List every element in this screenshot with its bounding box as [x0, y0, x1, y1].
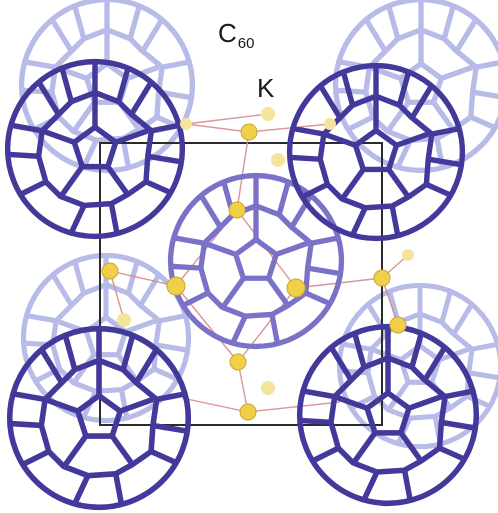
k-atom	[324, 118, 336, 130]
c60-cage-front-bottom-right	[300, 327, 477, 504]
c60-label-main: C	[218, 18, 237, 48]
k-atom	[373, 269, 391, 287]
k-atom	[239, 403, 257, 421]
k-atom	[117, 313, 131, 327]
k-atom	[180, 118, 192, 130]
k-atom	[228, 201, 246, 219]
k-label: K	[257, 73, 275, 103]
k-atom	[101, 262, 119, 280]
k-atom	[261, 381, 275, 395]
k-atom	[166, 276, 186, 296]
k-atom	[240, 123, 258, 141]
c60-label: C60	[218, 18, 254, 52]
k-atom	[286, 278, 306, 298]
c60-label-subscript: 60	[237, 35, 255, 52]
k-atom	[402, 249, 414, 261]
k-atom	[229, 353, 247, 371]
k-atom-layer	[101, 107, 414, 421]
k-atom	[389, 316, 407, 334]
k-atom	[271, 153, 285, 167]
k-atom	[261, 107, 275, 121]
c60-cage-back-top-left	[22, 0, 193, 170]
c60-cage-front-top-right	[290, 66, 463, 239]
